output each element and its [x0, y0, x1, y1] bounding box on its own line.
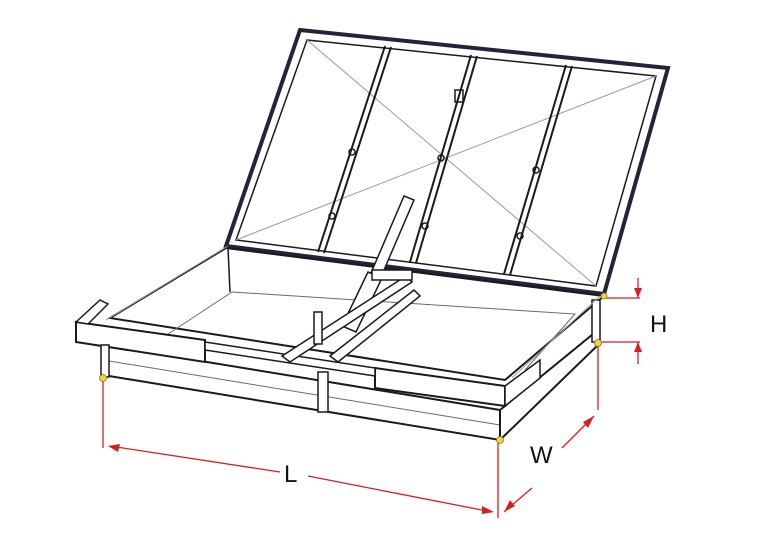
scissor-arm-2 [328, 288, 422, 363]
corner-markers [99, 292, 608, 444]
left-post [100, 344, 110, 378]
dimension-lines [102, 278, 642, 518]
lid-outer-frame [223, 27, 671, 297]
height-label: H [650, 311, 667, 338]
center-post [317, 371, 329, 413]
lid [223, 27, 671, 297]
corner-marker-left [99, 374, 107, 382]
curb [74, 245, 607, 443]
length-dimension-line-b [307, 475, 493, 513]
corner-marker-right [594, 339, 602, 347]
width-label: W [530, 442, 553, 469]
lid-brace-1 [306, 39, 597, 287]
left-flashing-panel [75, 320, 206, 364]
opener-mechanism [280, 195, 422, 363]
corner-marker-front [496, 436, 504, 444]
length-label: L [284, 461, 297, 488]
length-dimension-line-a [109, 445, 281, 473]
corner-marker-top [600, 292, 608, 300]
lid-latches [328, 89, 540, 240]
right-post [591, 299, 601, 343]
